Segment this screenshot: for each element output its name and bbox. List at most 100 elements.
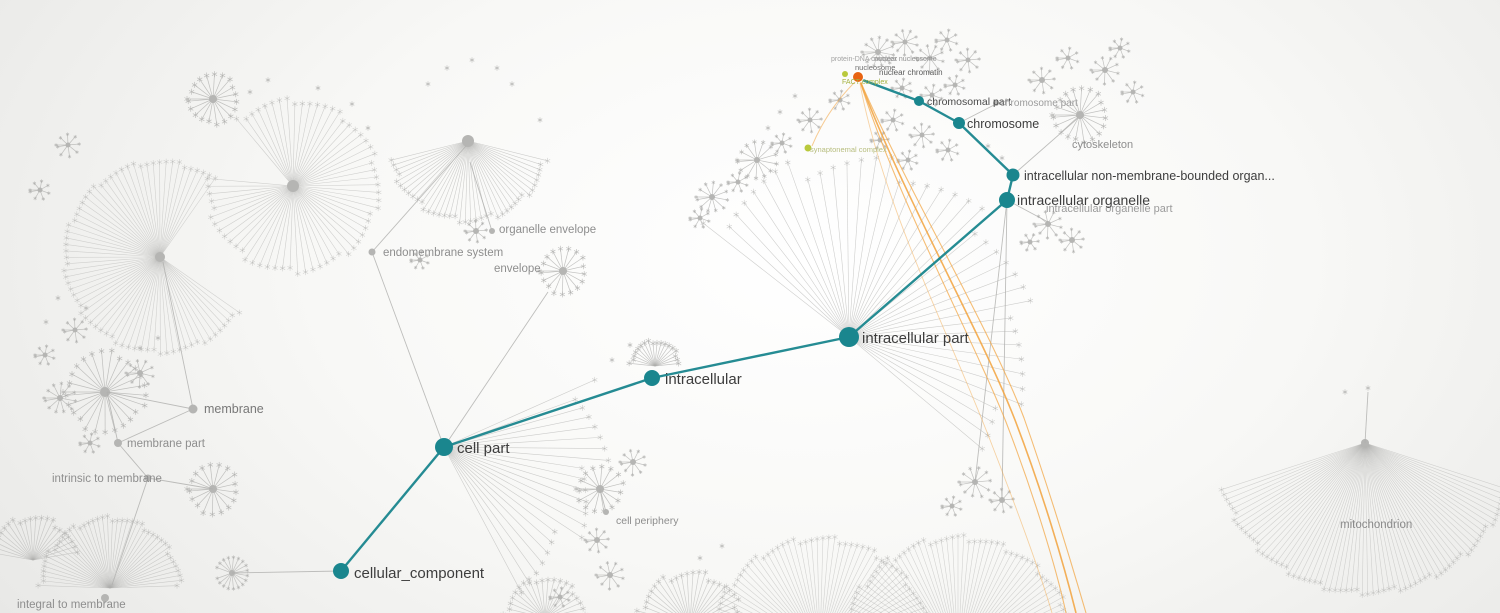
cluster-node[interactable]	[899, 85, 905, 91]
cluster-node[interactable]	[1065, 55, 1071, 61]
cluster-node[interactable]	[559, 267, 567, 275]
cluster-node[interactable]	[902, 39, 908, 45]
cluster-node[interactable]	[72, 327, 78, 333]
highlight-node[interactable]	[842, 71, 848, 77]
term-label[interactable]: cell periphery	[616, 515, 679, 527]
leaf-fan	[688, 207, 711, 229]
leaf-fan	[1108, 37, 1131, 59]
term-node[interactable]	[489, 228, 495, 234]
selected-node[interactable]	[852, 71, 864, 83]
cluster-node[interactable]	[155, 252, 165, 262]
cluster-node[interactable]	[137, 370, 143, 376]
cluster-node[interactable]	[735, 179, 741, 185]
term-label[interactable]: chromosomal part	[927, 96, 1011, 108]
term-label[interactable]: intracellular organelle	[1017, 192, 1150, 208]
cluster-node[interactable]	[905, 157, 911, 163]
path-node[interactable]	[1006, 168, 1020, 182]
cluster-node[interactable]	[42, 352, 48, 358]
cluster-node[interactable]	[1130, 89, 1136, 95]
cluster-node[interactable]	[37, 187, 43, 193]
term-label[interactable]: cell part	[457, 440, 510, 457]
cluster-node[interactable]	[630, 459, 636, 465]
cluster-node[interactable]	[607, 572, 613, 578]
term-node[interactable]	[993, 100, 999, 106]
term-node[interactable]	[144, 474, 152, 482]
cluster-node[interactable]	[927, 55, 933, 61]
term-label[interactable]: mitochondrion	[1340, 519, 1412, 531]
path-node[interactable]	[435, 438, 453, 456]
term-node[interactable]	[114, 439, 122, 447]
term-label[interactable]: membrane	[204, 402, 264, 416]
term-label[interactable]: cytoskeleton	[1072, 139, 1133, 151]
term-label[interactable]: intracellular organelle part	[1046, 203, 1173, 215]
term-label[interactable]: intracellular non-membrane-bounded organ…	[1024, 169, 1275, 183]
term-label[interactable]: membrane part	[127, 438, 206, 450]
highlight-node[interactable]	[804, 144, 812, 152]
cluster-node[interactable]	[473, 228, 479, 234]
cluster-node[interactable]	[1039, 77, 1045, 83]
cluster-node[interactable]	[807, 117, 813, 123]
cluster-node[interactable]	[779, 140, 785, 146]
term-node[interactable]	[368, 248, 376, 256]
cluster-node[interactable]	[1045, 221, 1051, 227]
cluster-node[interactable]	[594, 537, 600, 543]
cluster-node[interactable]	[417, 257, 423, 263]
path-node[interactable]	[644, 370, 660, 386]
leaf-fan	[770, 132, 793, 154]
cluster-node[interactable]	[919, 132, 925, 138]
cluster-node[interactable]	[65, 142, 71, 148]
term-label[interactable]: intracellular	[665, 371, 742, 388]
term-label[interactable]: FACT complex	[842, 79, 888, 86]
term-label[interactable]: intracellular part	[862, 330, 970, 347]
cluster-node[interactable]	[944, 37, 950, 43]
cluster-node[interactable]	[1069, 237, 1075, 243]
term-node[interactable]	[188, 404, 198, 414]
leaf-fan	[715, 533, 930, 613]
path-node[interactable]	[839, 327, 859, 347]
term-label[interactable]: protein-DNA complex	[831, 56, 898, 63]
cluster-node[interactable]	[209, 95, 217, 103]
term-label[interactable]: chromosome part	[1000, 98, 1078, 109]
cluster-node[interactable]	[875, 49, 881, 55]
cluster-node[interactable]	[57, 395, 63, 401]
term-label[interactable]: nuclear chromatin	[879, 68, 943, 77]
cluster-node[interactable]	[1102, 67, 1108, 73]
term-label[interactable]: organelle envelope	[499, 224, 596, 236]
term-label[interactable]: nuclear nucleosome	[874, 56, 937, 63]
term-label[interactable]: chromosome	[967, 117, 1039, 131]
cluster-node[interactable]	[945, 147, 951, 153]
cluster-node[interactable]	[87, 440, 93, 446]
term-node[interactable]	[603, 509, 609, 515]
term-label[interactable]: cellular_component	[354, 565, 485, 582]
term-node[interactable]	[101, 594, 109, 602]
cluster-node[interactable]	[965, 57, 971, 63]
leaf-fan	[1019, 233, 1040, 252]
cluster-node[interactable]	[709, 194, 715, 200]
cluster-node[interactable]	[949, 503, 955, 509]
path-node[interactable]	[953, 117, 965, 129]
term-label[interactable]: intrinsic to membrane	[52, 473, 162, 485]
leaf-fan	[988, 487, 1015, 514]
leaf-fan	[847, 532, 1070, 613]
term-label[interactable]: nucleosome	[855, 63, 895, 72]
term-label[interactable]: synaptonemal complex	[810, 145, 887, 154]
path-node[interactable]	[333, 563, 349, 579]
term-label[interactable]: integral to membrane	[17, 599, 126, 611]
cluster-node[interactable]	[1076, 111, 1084, 119]
cluster-node[interactable]	[1117, 45, 1123, 51]
term-label[interactable]: envelope	[494, 263, 541, 275]
cluster-node[interactable]	[952, 82, 958, 88]
cluster-node[interactable]	[697, 215, 703, 221]
cluster-node[interactable]	[837, 97, 843, 103]
cluster-node[interactable]	[929, 92, 935, 98]
cluster-node[interactable]	[890, 117, 896, 123]
path-node[interactable]	[914, 96, 924, 106]
path-node[interactable]	[999, 192, 1015, 208]
cluster-node[interactable]	[287, 180, 299, 192]
cluster-node[interactable]	[462, 135, 474, 147]
cluster-node[interactable]	[754, 157, 760, 163]
cluster-node[interactable]	[1027, 239, 1033, 245]
term-label[interactable]: endomembrane system	[383, 247, 503, 259]
